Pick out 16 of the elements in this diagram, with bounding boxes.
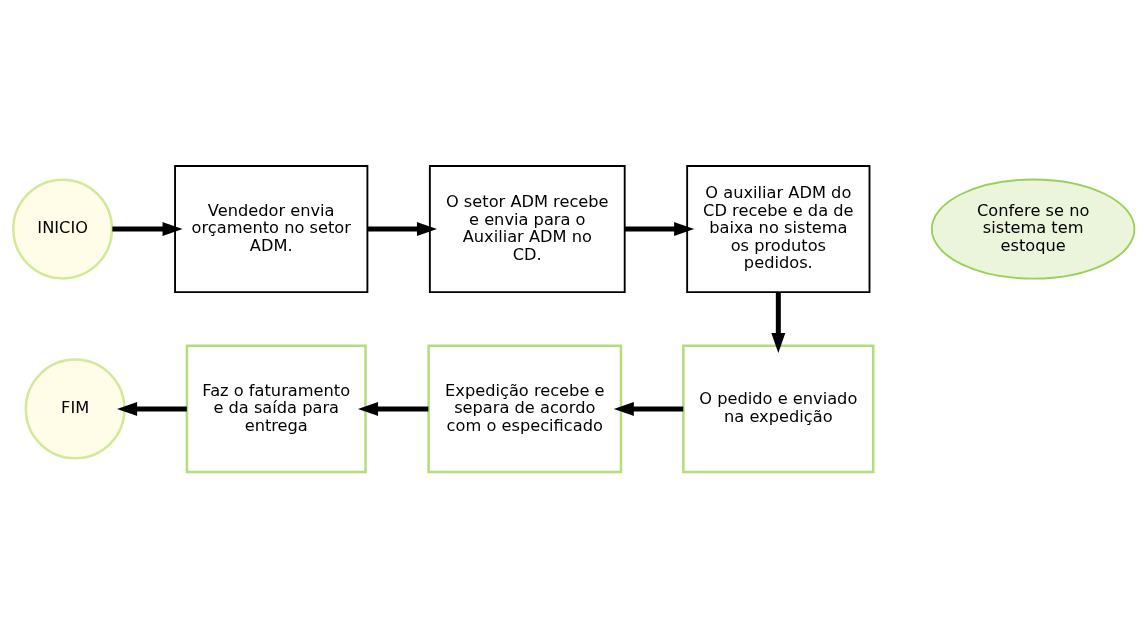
node-box: Vendedor envia orçamento no setor ADM. [174, 164, 369, 293]
node-box: O auxiliar ADM do CD recebe e da de baixa no sistema os produtos pedidos. [686, 164, 871, 293]
node-box: Faz o faturamento e da saída para entrega [185, 344, 367, 473]
arrow [112, 221, 183, 236]
arrow [367, 221, 437, 236]
arrow [613, 401, 684, 416]
node-circle: FIM [24, 357, 126, 459]
arrow [624, 221, 695, 236]
node-box: O pedido e enviado na expedição [682, 344, 875, 473]
node-box: O setor ADM recebe e envia para o Auxiliar ADM no CD. [428, 164, 626, 293]
node-circle: INICIO [12, 178, 114, 280]
arrow [117, 401, 187, 416]
node-box: Expedição recebe e separa de acordo com o especificado [427, 344, 623, 473]
arrow [771, 291, 786, 353]
arrow [358, 401, 429, 416]
node-ellipse: Confere se no sistema tem estoque [930, 178, 1136, 280]
